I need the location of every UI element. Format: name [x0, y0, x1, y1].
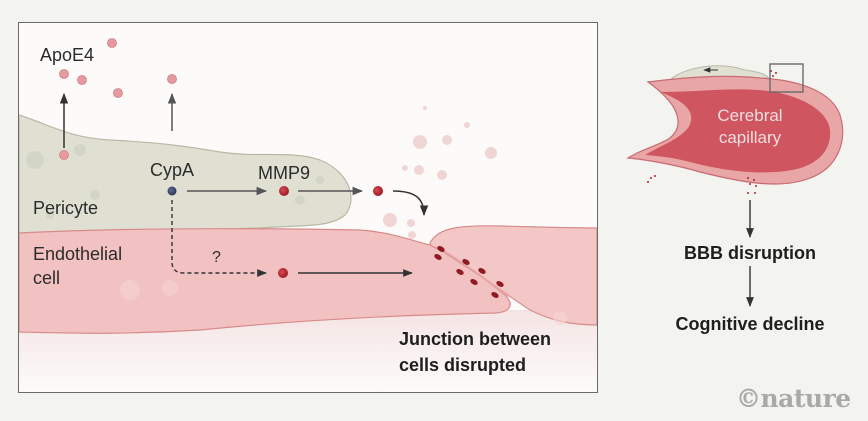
endothelial-cell-left	[19, 228, 511, 334]
label-junction-line2: cells disrupted	[399, 355, 527, 375]
label-capillary-line1: Cerebral	[717, 106, 783, 125]
label-bbb-disruption: BBB disruption	[684, 243, 816, 263]
mmp9-attack-arrow	[392, 190, 429, 217]
nature-credit: ©nature	[736, 384, 851, 413]
label-pericyte: Pericyte	[33, 198, 99, 218]
capillary-lumen	[645, 89, 831, 173]
junction-proteins	[434, 246, 504, 298]
label-cypa: CypA	[150, 160, 195, 180]
cell-junction	[430, 245, 515, 300]
left-panel	[19, 23, 597, 392]
mmp9-molecule	[279, 186, 289, 196]
label-apoe4: ApoE4	[40, 45, 95, 65]
pericyte-texture	[26, 144, 324, 219]
label-junction-line1: Junction between	[399, 329, 552, 349]
capillary-diagram	[626, 63, 844, 307]
label-mmp9: MMP9	[258, 163, 311, 183]
endothelial-texture	[120, 280, 567, 325]
left-panel-frame	[18, 22, 598, 393]
label-unknown-pathway: ?	[212, 249, 221, 266]
label-endothelial-line2: cell	[33, 268, 61, 288]
unknown-pathway-arrow	[171, 200, 267, 277]
apoe4-particles	[59, 38, 177, 160]
zoom-region-box	[769, 63, 804, 93]
label-capillary-line2: capillary	[718, 128, 782, 147]
mmp9-released	[373, 186, 383, 196]
pericyte-cell	[19, 114, 352, 236]
label-cognitive-decline: Cognitive decline	[675, 314, 825, 334]
leaked-particles	[383, 106, 497, 239]
mmp9-endothelial	[278, 268, 288, 278]
cypa-molecule	[167, 186, 177, 196]
capillary-leak-dots	[647, 70, 777, 194]
label-endothelial-line1: Endothelial	[33, 244, 123, 264]
